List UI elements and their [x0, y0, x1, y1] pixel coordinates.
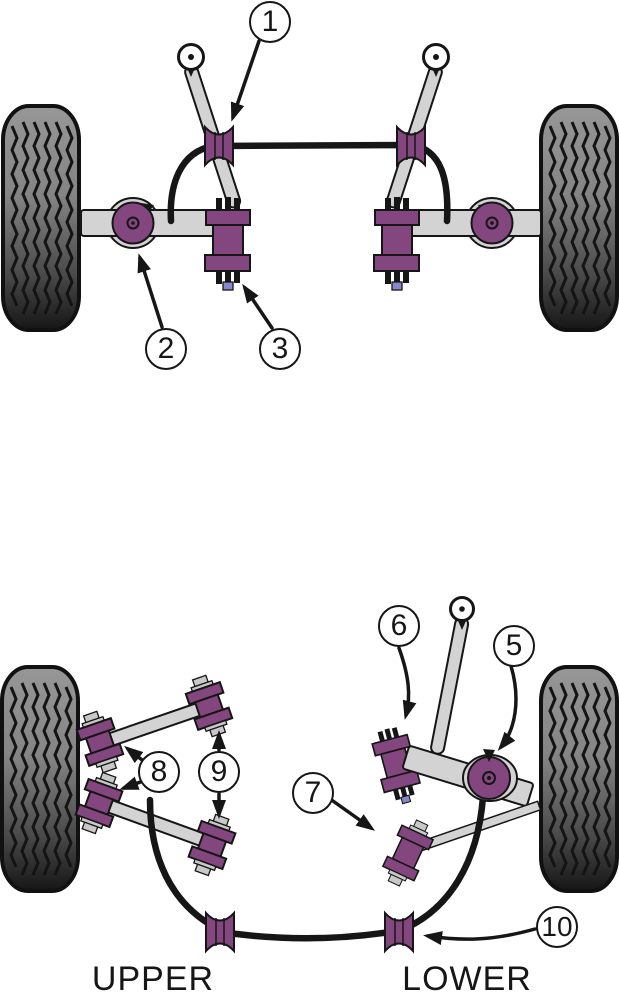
front-anti-roll-bar — [167, 141, 451, 225]
rear-arb-bush-right — [384, 912, 414, 952]
callout-arrow-7 — [331, 799, 376, 831]
callout-2: 2 — [145, 328, 187, 370]
callout-8: 8 — [138, 751, 180, 793]
callout-arrow-2 — [137, 253, 164, 329]
toe-link-bush-7 — [377, 814, 439, 892]
tire-rear-right — [539, 665, 619, 893]
callout-6: 6 — [378, 605, 420, 647]
rear-arb-bush-left — [205, 912, 235, 952]
arm-b-bush-outer — [183, 809, 241, 881]
rear-anti-roll-bar-mid — [211, 926, 406, 942]
rear-anti-roll-bar-right — [395, 793, 487, 935]
tire-front-left — [1, 104, 81, 332]
callout-5: 5 — [493, 625, 535, 667]
callout-9: 9 — [198, 751, 240, 793]
callout-arrow-5 — [497, 664, 518, 751]
callout-7: 7 — [292, 772, 334, 814]
front-suspension-diagram — [1, 39, 619, 332]
label-upper: UPPER — [91, 960, 215, 998]
tire-front-right — [539, 104, 619, 332]
strut-rear-right — [430, 616, 470, 755]
label-lower: LOWER — [402, 960, 532, 998]
front-tie-bar-bush-right — [373, 196, 420, 291]
callout-3: 3 — [259, 328, 301, 370]
callout-arrow-6 — [397, 646, 417, 720]
callout-10: 10 — [536, 906, 578, 948]
callout-1: 1 — [249, 1, 291, 43]
tire-rear-left — [0, 665, 80, 893]
callout-arrow-10 — [423, 927, 537, 945]
callout-arrow-3 — [242, 283, 274, 330]
callout-arrow-1 — [230, 39, 261, 122]
front-tie-bar-bush-left — [204, 196, 251, 291]
rear-suspension-diagram — [0, 596, 619, 952]
rear-strut-bottom-joint — [483, 749, 495, 762]
rear-anti-roll-bar-left — [146, 796, 222, 933]
